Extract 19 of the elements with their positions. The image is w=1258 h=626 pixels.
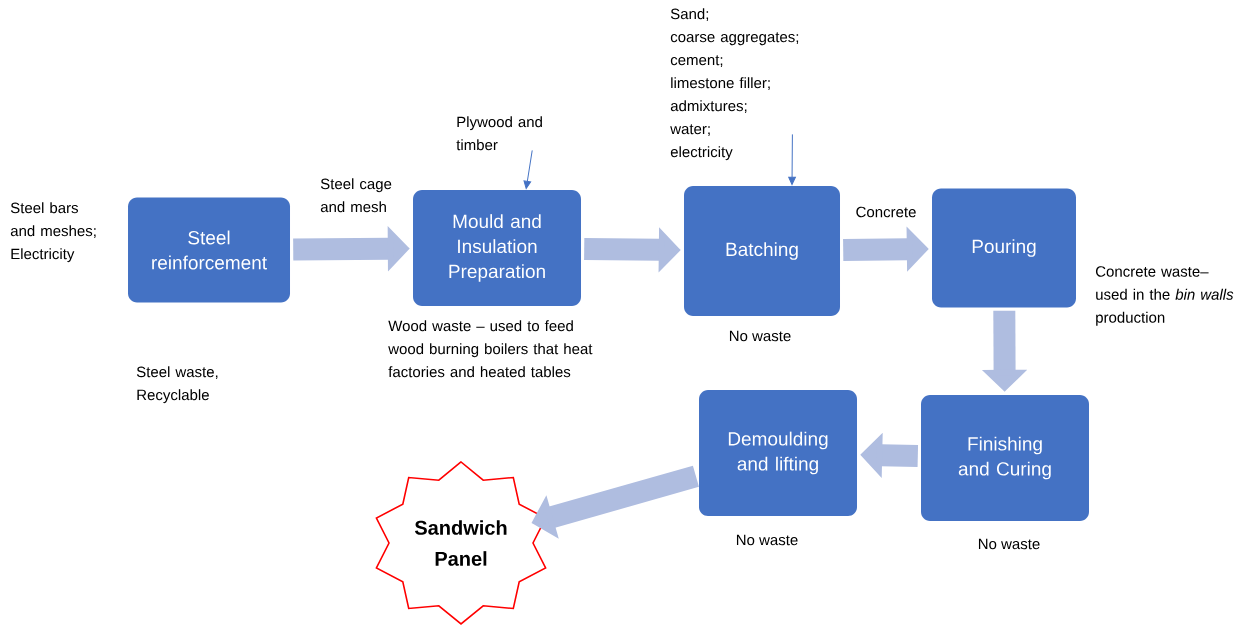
process-box: Steel reinforcement xyxy=(128,197,290,303)
process-box: Pouring xyxy=(932,188,1076,308)
note-text: Steel bars and meshes; Electricity xyxy=(10,202,96,263)
input-note: Plywood and timber xyxy=(456,116,542,151)
arrow xyxy=(788,133,796,186)
input-note: Sand; coarse aggregates; cement; limestone filler; admixtures; water; electricity xyxy=(670,8,799,161)
edge-label: Steel cage and mesh xyxy=(320,178,392,213)
edge-label: Concrete xyxy=(856,206,916,218)
note-text: Concrete waste– used in the bin walls production xyxy=(1095,266,1234,326)
process-box: Finishing and Curing xyxy=(921,395,1089,521)
note-text: Steel waste, Recyclable xyxy=(136,366,218,404)
process-box: Batching xyxy=(684,186,840,316)
note-text: No waste xyxy=(729,330,791,342)
arrow xyxy=(523,149,533,190)
note-text: No waste xyxy=(978,538,1040,550)
note-text: Wood waste – used to feed wood burning boilers that heat factories and heated tables xyxy=(388,320,593,378)
process-box: Demoulding and lifting xyxy=(699,390,857,516)
note-text: No waste xyxy=(736,534,798,546)
process-box: Mould and Insulation Preparation xyxy=(413,190,581,306)
